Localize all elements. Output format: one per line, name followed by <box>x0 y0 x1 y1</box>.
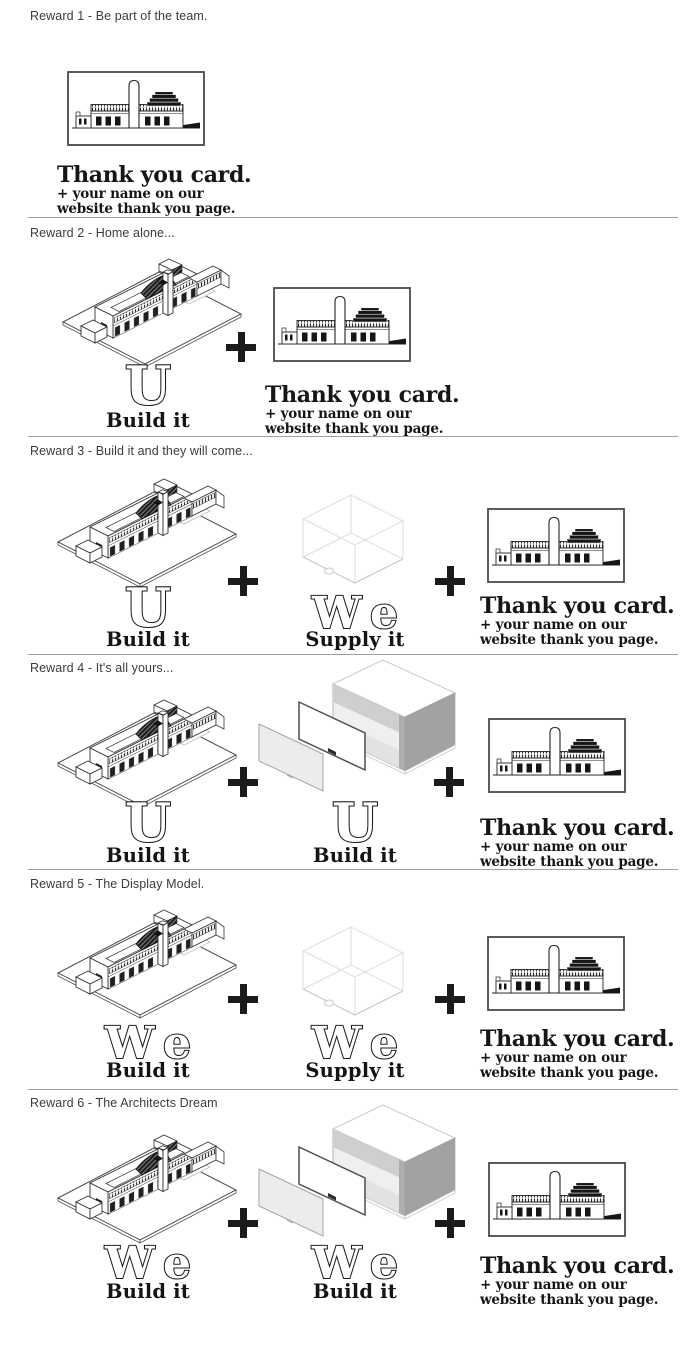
thank-you-card-front-illustration <box>67 71 205 146</box>
reward-label: Reward 4 - It's all yours... <box>30 661 174 675</box>
letter-u: U <box>125 355 171 417</box>
letter-u: U <box>332 792 378 854</box>
display-case-exploded-illustration <box>253 1102 465 1244</box>
display-case-wireframe-illustration <box>289 479 421 589</box>
thank-you-card-front-illustration <box>273 287 411 362</box>
section-divider <box>28 654 678 655</box>
thank-you-line1: + your name on our <box>480 617 627 633</box>
letter-we-outline: We <box>103 1017 192 1070</box>
build-it-label: Build it <box>106 1059 190 1082</box>
plus-icon <box>226 332 256 362</box>
thank-you-heading: Thank you card. <box>480 593 675 619</box>
supply-it-label: Supply it <box>305 628 405 651</box>
letter-u-outline: U <box>124 354 172 418</box>
plus-icon <box>435 1208 465 1238</box>
section-divider <box>28 436 678 437</box>
thank-you-card-front-illustration <box>487 936 625 1011</box>
thank-you-line1: + your name on our <box>480 1050 627 1066</box>
letter-u: U <box>125 577 171 639</box>
letter-we-outline: We <box>310 1017 399 1070</box>
reward-label: Reward 5 - The Display Model. <box>30 877 205 891</box>
plus-icon <box>228 767 258 797</box>
plus-icon <box>228 566 258 596</box>
reward-label: Reward 3 - Build it and they will come..… <box>30 444 253 458</box>
thank-you-note: Thank you card. + your name on our websi… <box>480 1026 675 1081</box>
reward-label: Reward 2 - Home alone... <box>30 226 175 240</box>
build-it-label: Build it <box>106 844 190 867</box>
section-divider <box>28 869 678 870</box>
reward-label: Reward 1 - Be part of the team. <box>30 9 208 23</box>
build-it-label: Build it <box>313 1280 397 1303</box>
letter-we: We <box>104 1238 191 1289</box>
build-it-label: Build it <box>313 844 397 867</box>
letter-we: We <box>311 1018 398 1069</box>
thank-you-line1: + your name on our <box>480 1277 627 1293</box>
plus-icon <box>228 1208 258 1238</box>
thank-you-line2: website thank you page. <box>265 421 444 437</box>
build-it-label: Build it <box>106 409 190 432</box>
plus-icon <box>435 984 465 1014</box>
section-divider <box>28 1089 678 1090</box>
display-case-wireframe-illustration <box>289 911 421 1021</box>
plus-icon <box>228 984 258 1014</box>
letter-u-outline: U <box>124 576 172 640</box>
plus-icon <box>434 767 464 797</box>
build-it-label: Build it <box>106 1280 190 1303</box>
thank-you-heading: Thank you card. <box>265 382 460 408</box>
thank-you-line2: website thank you page. <box>480 1065 659 1081</box>
thank-you-note: Thank you card. + your name on our websi… <box>480 815 675 870</box>
thank-you-line2: website thank you page. <box>480 632 659 648</box>
thank-you-card-front-illustration <box>488 718 626 793</box>
letter-we: We <box>104 1018 191 1069</box>
letter-we-outline: We <box>310 1237 399 1290</box>
thank-you-note: Thank you card. + your name on our websi… <box>480 1253 675 1308</box>
thank-you-card-front-illustration <box>488 1162 626 1237</box>
thank-you-heading: Thank you card. <box>480 815 675 841</box>
letter-u-outline: U <box>331 791 379 855</box>
reward-label: Reward 6 - The Architects Dream <box>30 1096 218 1110</box>
factory-model-isometric-illustration <box>50 897 242 1029</box>
thank-you-line2: website thank you page. <box>480 854 659 870</box>
supply-it-label: Supply it <box>305 1059 405 1082</box>
letter-u-outline: U <box>124 791 172 855</box>
letter-we-outline: We <box>310 587 399 640</box>
thank-you-line2: website thank you page. <box>57 201 236 217</box>
thank-you-heading: Thank you card. <box>57 162 252 188</box>
thank-you-line1: + your name on our <box>57 186 204 202</box>
thank-you-card-front-illustration <box>487 508 625 583</box>
thank-you-note: Thank you card. + your name on our websi… <box>480 593 675 648</box>
thank-you-line1: + your name on our <box>480 839 627 855</box>
thank-you-line1: + your name on our <box>265 406 412 422</box>
letter-u: U <box>125 792 171 854</box>
thank-you-heading: Thank you card. <box>480 1026 675 1052</box>
build-it-label: Build it <box>106 628 190 651</box>
letter-we: We <box>311 588 398 639</box>
letter-we-outline: We <box>103 1237 192 1290</box>
thank-you-line2: website thank you page. <box>480 1292 659 1308</box>
thank-you-note: Thank you card. + your name on our websi… <box>57 162 252 217</box>
factory-model-isometric-illustration <box>50 1122 242 1254</box>
plus-icon <box>435 566 465 596</box>
section-divider <box>28 217 678 218</box>
thank-you-note: Thank you card. + your name on our websi… <box>265 382 460 437</box>
letter-we: We <box>311 1238 398 1289</box>
thank-you-heading: Thank you card. <box>480 1253 675 1279</box>
